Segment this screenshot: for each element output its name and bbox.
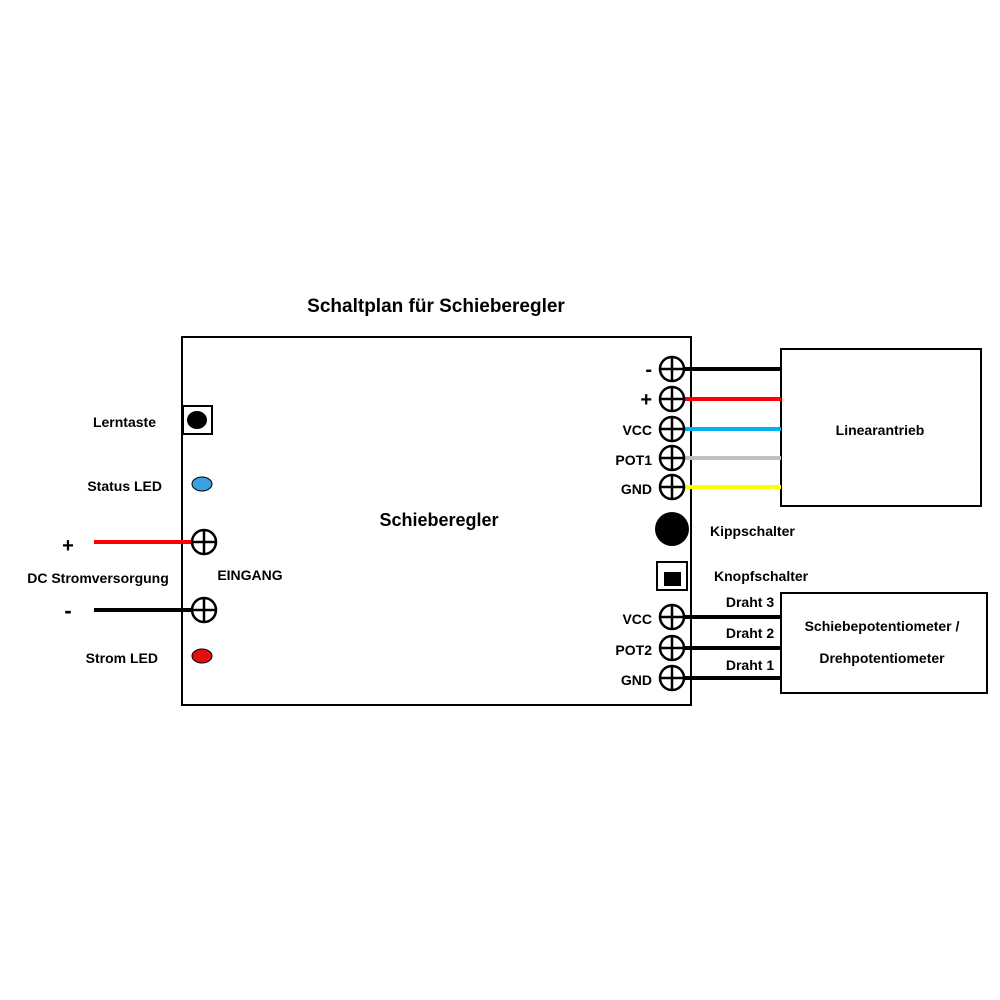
potentiometer-box — [780, 592, 988, 694]
push-switch-label: Knopfschalter — [714, 568, 809, 584]
screw-terminal-icon — [658, 444, 686, 472]
screw-terminal-icon — [658, 355, 686, 383]
potentiometer-wire-label: Draht 3 — [726, 594, 774, 610]
potentiometer-terminal-row: VCC Draht 3 — [622, 594, 781, 631]
learn-button-cap — [187, 411, 207, 429]
learn-button-label: Lerntaste — [93, 414, 156, 430]
actuator-terminal-row: + — [640, 385, 781, 413]
toggle-switch-label: Kippschalter — [710, 523, 795, 539]
potentiometer-label-line1: Schiebepotentiometer / — [805, 618, 960, 634]
actuator-terminal-label: VCC — [622, 422, 652, 438]
screw-terminal-icon — [658, 385, 686, 413]
toggle-switch — [655, 512, 689, 546]
power-plus-sign: + — [62, 535, 74, 557]
push-switch-cap — [664, 572, 681, 586]
status-led-label: Status LED — [87, 478, 162, 494]
actuator-terminal-row: GND — [621, 473, 781, 501]
actuator-terminal-row: POT1 — [615, 444, 781, 472]
screw-terminal-icon — [658, 603, 686, 631]
actuator-terminal-row: VCC — [622, 415, 781, 443]
input-label: EINGANG — [217, 567, 282, 583]
potentiometer-terminal-row: POT2 Draht 2 — [615, 625, 781, 662]
input-minus-terminal — [190, 596, 218, 624]
screw-terminal-icon — [658, 664, 686, 692]
power-supply-label: DC Stromversorgung — [27, 570, 169, 586]
linear-actuator-box — [780, 348, 982, 507]
actuator-terminal-row: - — [645, 355, 781, 383]
controller-label: Schieberegler — [379, 510, 498, 530]
screw-terminal-icon — [658, 415, 686, 443]
screw-terminal-icon — [658, 473, 686, 501]
linear-actuator-label: Linearantrieb — [836, 422, 925, 438]
potentiometer-terminal-row: GND Draht 1 — [621, 657, 781, 692]
screw-terminal-icon — [658, 634, 686, 662]
power-led — [191, 648, 213, 664]
actuator-terminal-label: + — [640, 389, 652, 411]
status-led — [191, 476, 213, 492]
controller-board — [181, 336, 692, 706]
potentiometer-wire-label: Draht 1 — [726, 657, 774, 673]
potentiometer-terminal-label: GND — [621, 672, 652, 688]
actuator-terminal-label: POT1 — [615, 452, 652, 468]
potentiometer-terminal-label: POT2 — [615, 642, 652, 658]
power-led-label: Strom LED — [86, 650, 158, 666]
potentiometer-terminal-label: VCC — [622, 611, 652, 627]
power-minus-sign: - — [64, 598, 71, 623]
input-plus-terminal — [190, 528, 218, 556]
actuator-terminal-label: - — [645, 359, 652, 381]
actuator-terminal-label: GND — [621, 481, 652, 497]
potentiometer-label-line2: Drehpotentiometer — [819, 650, 945, 666]
diagram-title: Schaltplan für Schieberegler — [307, 296, 565, 317]
potentiometer-wire-label: Draht 2 — [726, 625, 774, 641]
